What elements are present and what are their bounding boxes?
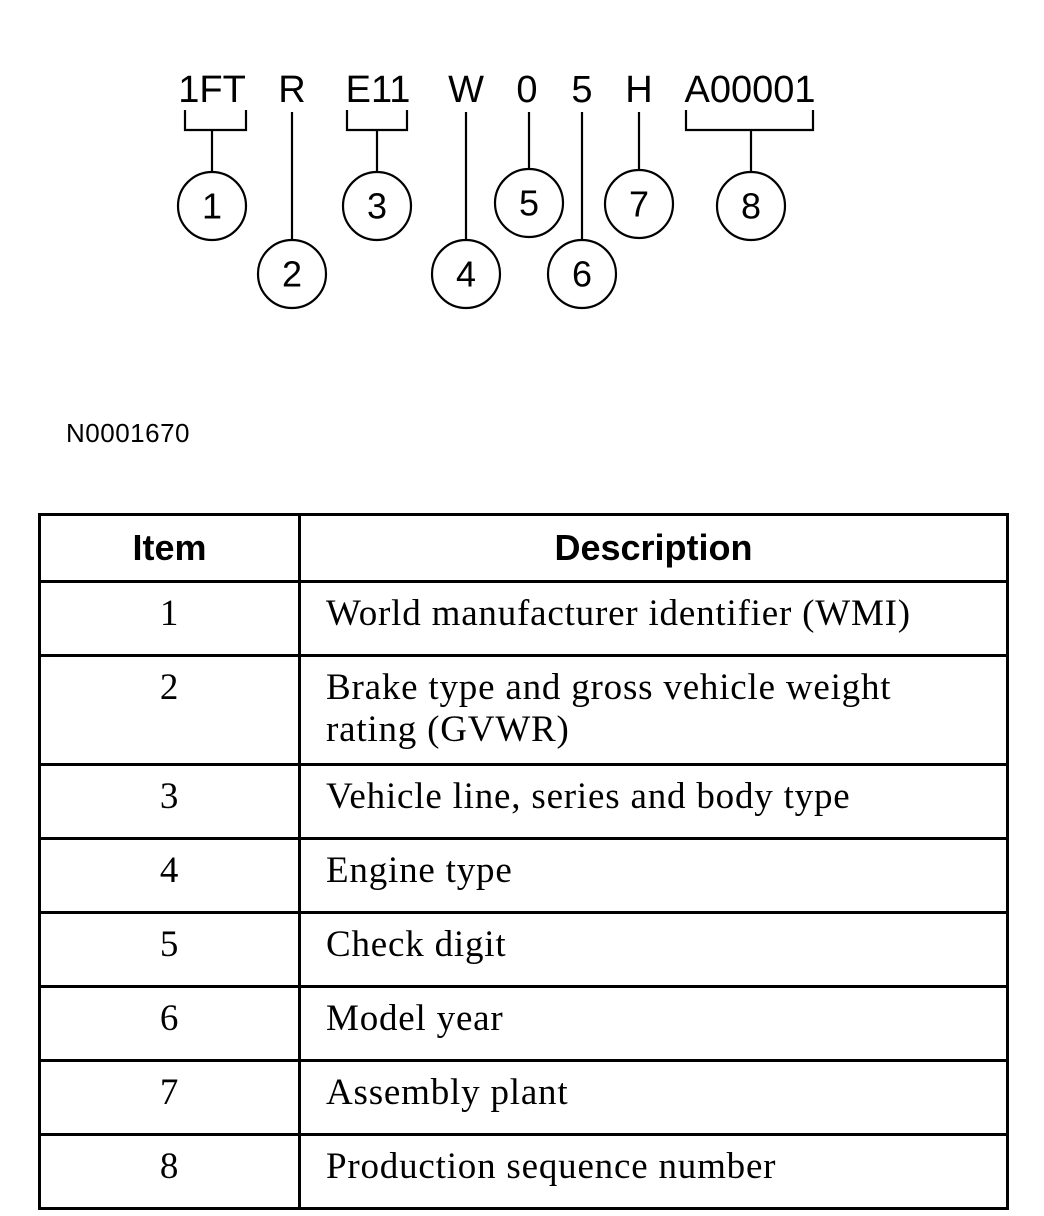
callout-5: 5 <box>493 167 565 239</box>
header-description: Description <box>298 513 1009 583</box>
callout-2-label: 2 <box>282 254 302 295</box>
callout-5-label: 5 <box>519 183 539 224</box>
vin-segment-6: 5 <box>571 69 592 111</box>
row-description: World manufacturer identifier (WMI) <box>298 580 1009 657</box>
row-item: 5 <box>38 911 301 988</box>
table-header-row: Item Description <box>38 513 1009 583</box>
table-row: 5 Check digit <box>38 911 1009 988</box>
row-item: 7 <box>38 1059 301 1136</box>
vin-diagram: 1FT R E11 W 0 5 H A00001 1 2 3 4 5 6 7 <box>176 69 816 310</box>
callout-2: 2 <box>256 238 328 310</box>
row-item: 4 <box>38 837 301 914</box>
row-description: Brake type and gross vehicle weight rati… <box>298 654 1009 766</box>
table-row: 7 Assembly plant <box>38 1059 1009 1136</box>
table-row: 4 Engine type <box>38 837 1009 914</box>
table-row: 8 Production sequence number <box>38 1133 1009 1210</box>
row-description: Production sequence number <box>298 1133 1009 1210</box>
row-description: Model year <box>298 985 1009 1062</box>
vin-segment-3: E11 <box>346 69 411 111</box>
table-row: 1 World manufacturer identifier (WMI) <box>38 580 1009 657</box>
bracket-1 <box>183 110 248 172</box>
table-row: 2 Brake type and gross vehicle weight ra… <box>38 654 1009 766</box>
callout-4: 4 <box>430 238 502 310</box>
callout-3: 3 <box>341 170 413 242</box>
row-description: Check digit <box>298 911 1009 988</box>
row-item: 2 <box>38 654 301 766</box>
row-item: 6 <box>38 985 301 1062</box>
vin-segment-1: 1FT <box>178 69 246 111</box>
row-item: 8 <box>38 1133 301 1210</box>
row-description: Assembly plant <box>298 1059 1009 1136</box>
callout-8-label: 8 <box>741 186 761 227</box>
vin-segment-5: 0 <box>516 69 537 111</box>
row-description: Engine type <box>298 837 1009 914</box>
callout-4-label: 4 <box>456 254 476 295</box>
callout-1: 1 <box>176 170 248 242</box>
figure-id: N0001670 <box>66 418 190 448</box>
callout-7-label: 7 <box>629 184 649 225</box>
callout-8: 8 <box>715 170 787 242</box>
legend-table: Item Description 1 World manufacturer id… <box>38 513 1009 1210</box>
bracket-3 <box>345 110 409 172</box>
table-row: 3 Vehicle line, series and body type <box>38 763 1009 840</box>
vin-segment-7: H <box>625 69 652 111</box>
row-description: Vehicle line, series and body type <box>298 763 1009 840</box>
row-item: 1 <box>38 580 301 657</box>
vin-segment-2: R <box>278 69 305 111</box>
header-item: Item <box>38 513 301 583</box>
callout-6: 6 <box>546 238 618 310</box>
vin-segment-4: W <box>448 69 484 111</box>
callout-3-label: 3 <box>367 186 387 227</box>
vin-segment-8: A00001 <box>684 69 815 111</box>
bracket-8 <box>684 110 815 172</box>
callout-6-label: 6 <box>572 254 592 295</box>
table-row: 6 Model year <box>38 985 1009 1062</box>
callout-1-label: 1 <box>202 186 222 227</box>
callout-7: 7 <box>603 168 675 240</box>
row-item: 3 <box>38 763 301 840</box>
